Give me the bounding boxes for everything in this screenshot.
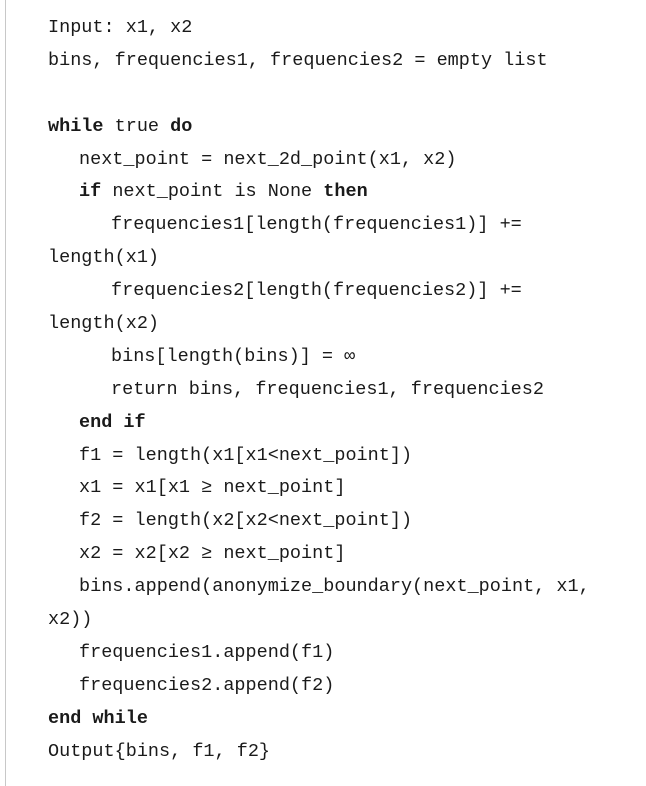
algorithm-line: x2)) (48, 604, 644, 637)
keyword: end while (48, 707, 148, 729)
algorithm-line: Input: x1, x2 (48, 12, 644, 45)
algorithm-line: bins.append(anonymize_boundary(next_poin… (48, 571, 644, 604)
algorithm-line: length(x1) (48, 242, 644, 275)
code-text: x2)) (48, 609, 93, 631)
code-text: bins[length(bins)] = ∞ (111, 345, 356, 367)
code-text: bins, frequencies1, frequencies2 = empty… (48, 49, 548, 71)
code-text: true (103, 115, 171, 137)
algorithm-line: return bins, frequencies1, frequencies2 (48, 374, 644, 407)
algorithm-listing: Input: x1, x2 bins, frequencies1, frequen… (48, 12, 644, 768)
algorithm-line: f1 = length(x1[x1<next_point]) (48, 440, 644, 473)
keyword: then (323, 181, 368, 203)
keyword: end if (79, 411, 146, 433)
code-text: frequencies2[length(frequencies2)] += (111, 280, 522, 302)
algorithm-line: length(x2) (48, 308, 644, 341)
code-text: frequencies2.append(f2) (79, 674, 335, 696)
code-text: next_point = next_2d_point(x1, x2) (79, 148, 457, 170)
algorithm-line: bins[length(bins)] = ∞ (48, 341, 644, 374)
algorithm-line: x1 = x1[x1 ≥ next_point] (48, 472, 644, 505)
algorithm-line: frequencies1[length(frequencies1)] += (48, 209, 644, 242)
algorithm-line: frequencies2.append(f2) (48, 670, 644, 703)
code-text: Input: x1, x2 (48, 17, 193, 38)
code-text: frequencies1[length(frequencies1)] += (111, 214, 522, 236)
code-text: length(x2) (48, 313, 160, 335)
code-text: length(x1) (48, 247, 160, 269)
algorithm-line: bins, frequencies1, frequencies2 = empty… (48, 45, 644, 78)
algorithm-line: frequencies1.append(f1) (48, 637, 644, 670)
keyword: if (79, 181, 102, 203)
algorithm-line: end if (48, 407, 644, 440)
algorithm-line: frequencies2[length(frequencies2)] += (48, 275, 644, 308)
code-text: Output{bins, f1, f2} (48, 740, 271, 762)
algorithm-line: Output{bins, f1, f2} (48, 736, 644, 769)
code-text: return bins, frequencies1, frequencies2 (111, 378, 544, 400)
code-text: f2 = length(x2[x2<next_point]) (79, 510, 413, 532)
algorithm-line: while true do (48, 111, 644, 144)
left-border-rule (5, 0, 6, 786)
algorithm-line: if next_point is None then (48, 176, 644, 209)
algorithm-line: next_point = next_2d_point(x1, x2) (48, 144, 644, 177)
blank-line (48, 78, 644, 111)
algorithm-line: end while (48, 703, 644, 736)
code-text: next_point is None (101, 181, 324, 203)
code-text: x2 = x2[x2 ≥ next_point] (79, 543, 346, 565)
algorithm-line: f2 = length(x2[x2<next_point]) (48, 505, 644, 538)
code-text: x1 = x1[x1 ≥ next_point] (79, 477, 346, 499)
keyword: while (48, 115, 104, 137)
algorithm-line: x2 = x2[x2 ≥ next_point] (48, 538, 644, 571)
keyword: do (170, 115, 193, 137)
code-text: f1 = length(x1[x1<next_point]) (79, 444, 413, 466)
code-text: bins.append(anonymize_boundary(next_poin… (79, 576, 590, 598)
code-text: frequencies1.append(f1) (79, 641, 335, 663)
